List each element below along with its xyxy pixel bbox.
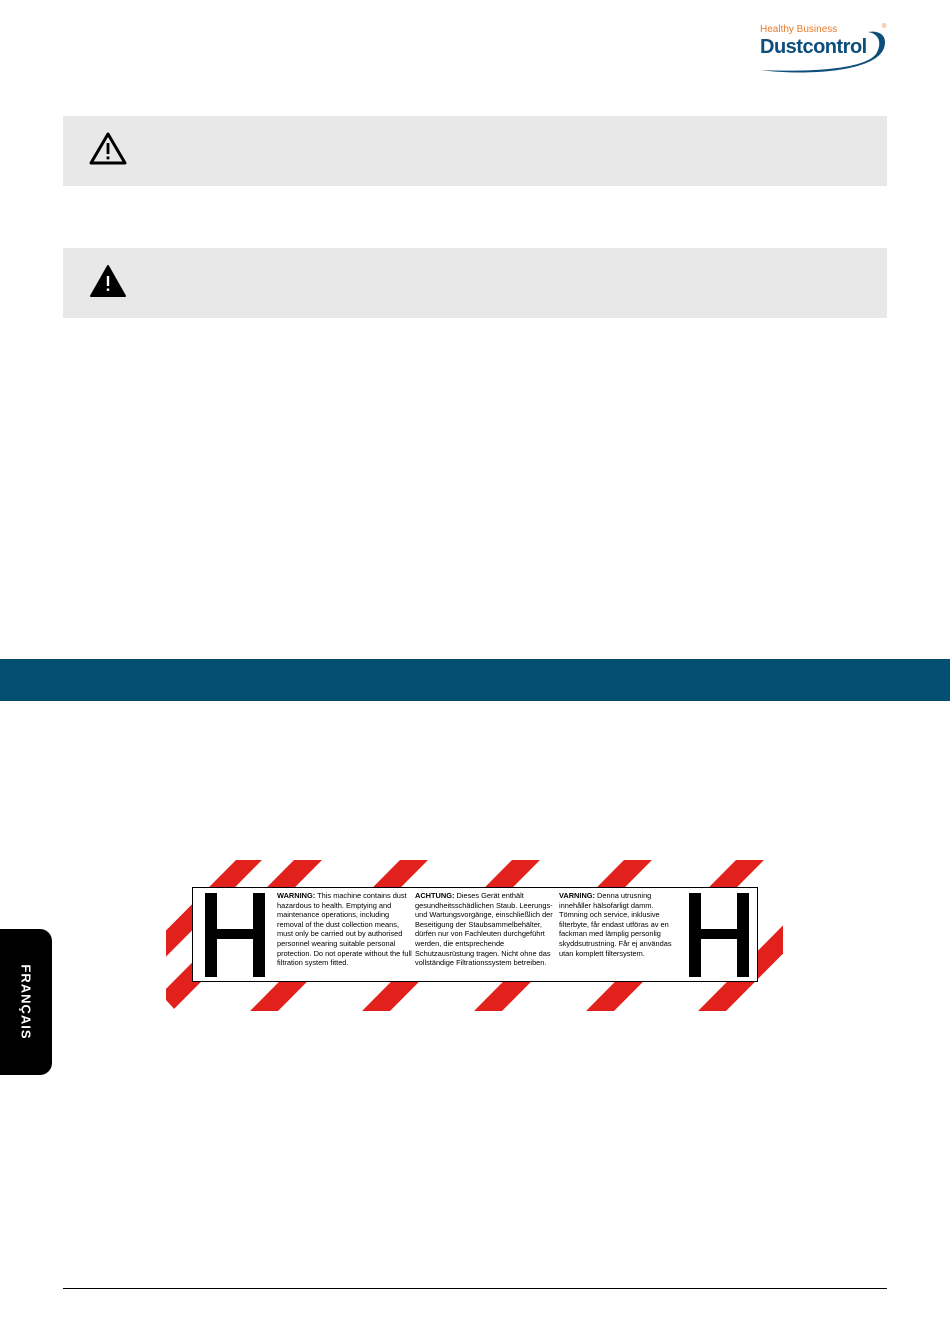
warning-notice-box [63,248,887,318]
section-header-bar [0,659,950,701]
label-text-panel: WARNING: This machine contains dust haza… [192,887,758,982]
warning-body-swedish: Denna utrusning innehåller hälsofarligt … [559,891,672,958]
warning-text-swedish: VARNING: Denna utrusning innehåller häls… [559,891,679,958]
hazard-class-h-letter-right [689,893,749,977]
warning-text-german: ACHTUNG: Dieses Gerät enthält gesundheit… [415,891,561,968]
caution-notice-box [63,116,887,186]
warning-heading-swedish: VARNING: [559,891,595,900]
language-side-tab: FRANÇAIS [0,929,52,1075]
registered-mark: ® [882,24,887,30]
h-class-hazard-label: WARNING: This machine contains dust haza… [166,860,783,1011]
language-tab-label: FRANÇAIS [18,964,34,1040]
logo-wordmark: Dustcontrol [760,36,867,58]
warning-body-german: Dieses Gerät enthält gesundheitsschädlic… [415,891,553,968]
dustcontrol-logo: Healthy Business Dustcontrol ® [756,22,890,74]
footer-divider [63,1288,887,1289]
logo-tagline: Healthy Business [760,24,838,35]
warning-body-english: This machine contains dust hazardous to … [277,891,412,968]
hazard-class-h-letter-left [205,893,265,977]
warning-heading-german: ACHTUNG: [415,891,455,900]
warning-text-english: WARNING: This machine contains dust haza… [277,891,415,968]
warning-triangle-filled-icon [90,265,126,297]
caution-triangle-outline-icon [89,132,127,165]
warning-heading-english: WARNING: [277,891,316,900]
